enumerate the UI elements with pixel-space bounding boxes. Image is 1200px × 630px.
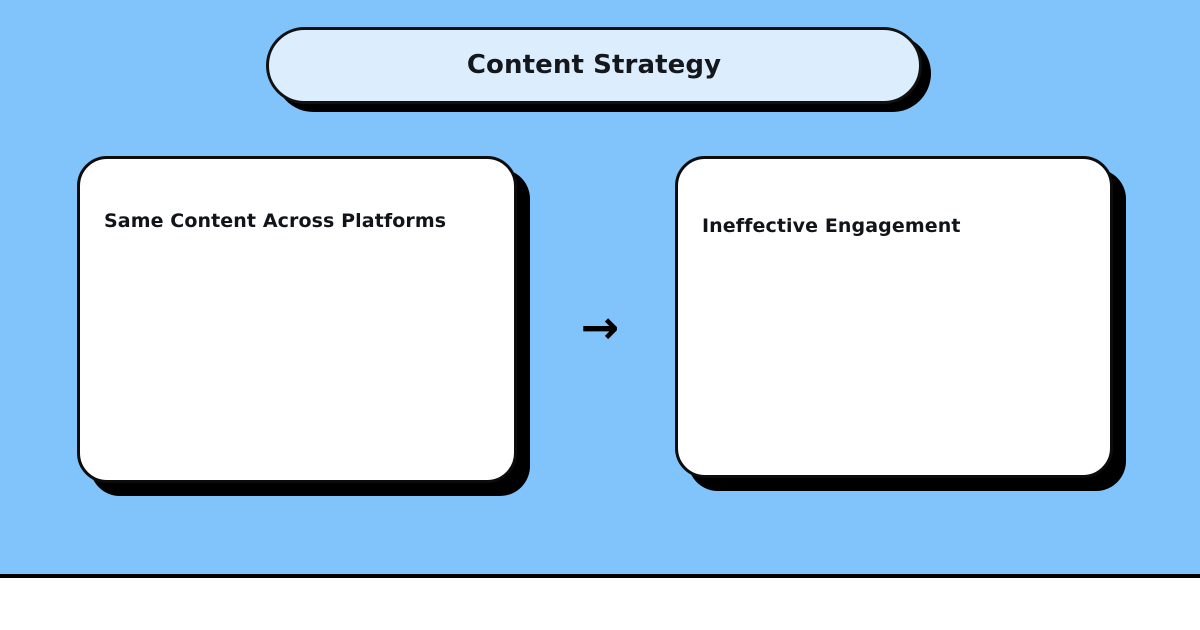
below-stage-area: [0, 578, 1200, 630]
arrow-right-icon: →: [580, 300, 620, 354]
title-pill[interactable]: Content Strategy: [266, 27, 922, 104]
page-title: Content Strategy: [466, 50, 722, 81]
flow-arrow-connector: →: [564, 296, 636, 358]
flow-card-source[interactable]: Same Content Across Platforms: [77, 156, 517, 483]
flow-card-result-title: Ineffective Engagement: [702, 215, 961, 237]
flow-card-source-title: Same Content Across Platforms: [104, 210, 447, 232]
flow-card-result[interactable]: Ineffective Engagement: [675, 156, 1113, 478]
stage-divider: [0, 574, 1200, 578]
